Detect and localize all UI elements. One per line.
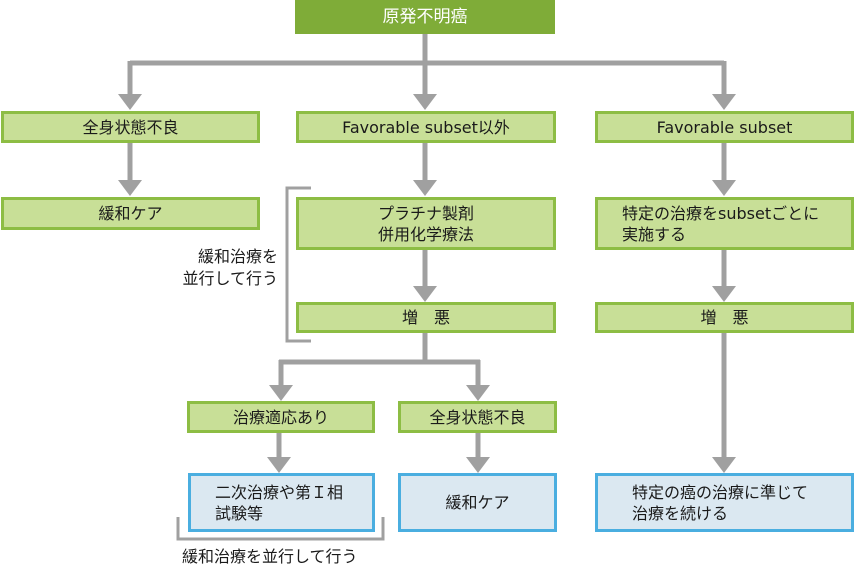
sub-left-condition-label: 治療適応あり xyxy=(232,407,329,427)
right-result-label: 特定の癌の治療に準じて 治療を続ける xyxy=(632,482,809,523)
arrowhead-icon xyxy=(118,94,142,110)
root-node: 原発不明癌 xyxy=(295,0,555,34)
arrowhead-icon xyxy=(267,457,291,473)
bracket-sub-left-parallel-care xyxy=(176,517,385,541)
middle-treatment-label: プラチナ製剤 併用化学療法 xyxy=(377,203,474,244)
sub-left-result-label: 二次治療や第Ｉ相 試験等 xyxy=(215,482,344,523)
right-condition-node: Favorable subset xyxy=(595,111,854,143)
arrowhead-icon xyxy=(269,385,293,401)
right-progression-node: 増 悪 xyxy=(595,302,854,333)
arrowhead-icon xyxy=(712,94,736,110)
sub-right-condition-label: 全身状態不良 xyxy=(429,407,526,427)
arrowhead-icon xyxy=(466,385,490,401)
arrowhead-icon xyxy=(118,180,142,196)
right-treatment-node: 特定の治療をsubsetごとに 実施する xyxy=(595,197,854,250)
arrowhead-icon xyxy=(413,180,437,196)
middle-condition-label: Favorable subset以外 xyxy=(342,117,510,137)
root-label: 原発不明癌 xyxy=(382,6,468,27)
connector-middle-progression-split xyxy=(278,332,481,388)
sub-left-parallel-care-note: 緩和治療を並行して行う xyxy=(182,547,358,566)
right-progression-label: 増 悪 xyxy=(700,308,749,327)
arrowhead-icon xyxy=(712,457,736,473)
sub-left-condition-node: 治療適応あり xyxy=(187,401,375,433)
middle-parallel-care-note: 緩和治療を 並行して行う xyxy=(182,247,278,288)
right-condition-label: Favorable subset xyxy=(656,117,793,137)
left-condition-node: 全身状態不良 xyxy=(1,111,260,143)
left-result-node: 緩和ケア xyxy=(1,197,260,230)
sub-right-result-label: 緩和ケア xyxy=(445,493,510,512)
arrowhead-icon xyxy=(712,180,736,196)
arrowhead-icon xyxy=(413,94,437,110)
sub-right-result-node: 緩和ケア xyxy=(398,473,557,532)
arrowhead-icon xyxy=(466,457,490,473)
arrowhead-icon xyxy=(413,286,437,302)
right-treatment-label: 特定の治療をsubsetごとに 実施する xyxy=(622,203,820,244)
right-result-node: 特定の癌の治療に準じて 治療を続ける xyxy=(595,473,854,532)
middle-progression-node: 増 悪 xyxy=(296,302,556,333)
middle-treatment-node: プラチナ製剤 併用化学療法 xyxy=(296,197,556,250)
connector-root-split xyxy=(127,34,727,98)
middle-progression-label: 増 悪 xyxy=(401,308,450,327)
middle-condition-node: Favorable subset以外 xyxy=(296,111,556,143)
sub-left-result-node: 二次治療や第Ｉ相 試験等 xyxy=(188,473,375,532)
left-condition-label: 全身状態不良 xyxy=(82,117,179,137)
left-result-label: 緩和ケア xyxy=(98,204,163,223)
bracket-middle-parallel-care xyxy=(285,186,311,343)
sub-right-condition-node: 全身状態不良 xyxy=(398,401,557,433)
arrowhead-icon xyxy=(712,286,736,302)
